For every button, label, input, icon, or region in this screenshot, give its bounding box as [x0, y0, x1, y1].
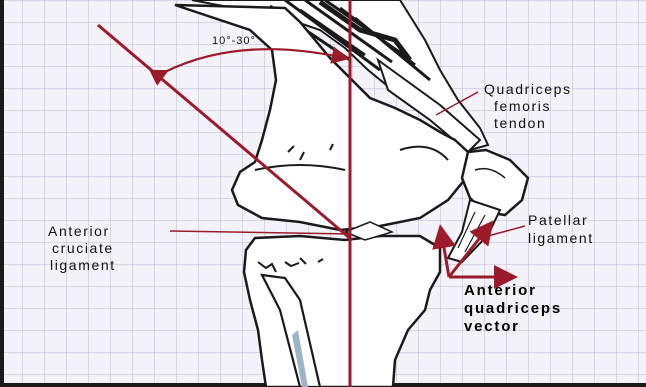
label-line: ligament [50, 257, 116, 273]
angle-label: 10°-30° [212, 35, 256, 47]
label-line: quadriceps [464, 300, 562, 317]
label-line: Anterior [48, 223, 110, 239]
frame-left [0, 0, 4, 387]
label-line: Anterior [464, 282, 537, 299]
label-anterior-cruciate: Anterior cruciate ligament [48, 223, 116, 273]
label-line: femoris [494, 98, 551, 114]
label-line: Quadriceps [484, 81, 572, 97]
label-line: vector [464, 318, 520, 335]
label-line: tendon [494, 115, 546, 131]
label-line: ligament [528, 230, 594, 246]
label-line: Patellar [528, 212, 588, 228]
label-line: cruciate [52, 240, 114, 256]
